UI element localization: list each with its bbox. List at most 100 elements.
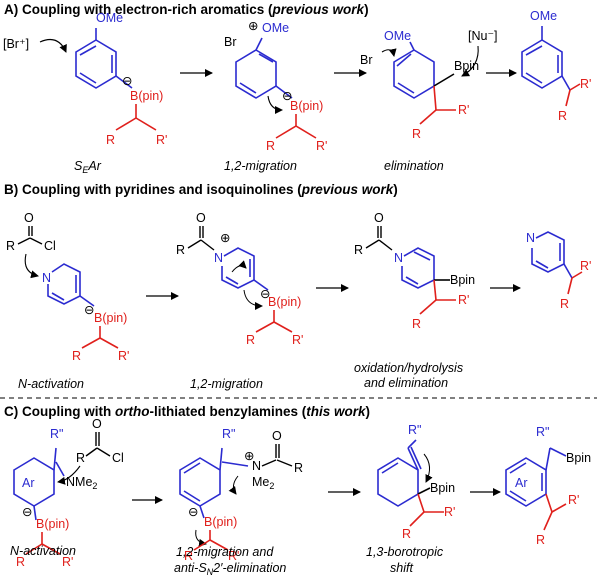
- r-label: R: [6, 239, 15, 253]
- plus-charge: ⊕: [220, 231, 230, 245]
- bpin-label: Bpin: [566, 451, 591, 465]
- r-label: R: [184, 549, 193, 563]
- r-label: R: [106, 133, 115, 147]
- caption-migration-and: 1,2-migration and: [176, 545, 274, 559]
- n-label: N: [252, 459, 261, 473]
- o-label: O: [272, 429, 282, 443]
- o-label: O: [92, 417, 102, 431]
- caption-migration: 1,2-migration: [224, 159, 297, 173]
- curved-arrow: [228, 475, 239, 495]
- rdoubleprime-label: R": [50, 427, 63, 441]
- c2-ammonium-intermediate: R" O R ⊕ N Me2 ⊖ B(pin) R R' 1,2-migrati…: [174, 427, 303, 577]
- rdoubleprime-label: R": [408, 423, 421, 437]
- curved-arrow: [231, 260, 247, 273]
- curved-arrow: [24, 253, 39, 279]
- caption-elimination: elimination: [384, 159, 444, 173]
- r-label: R: [536, 533, 545, 547]
- bpin-ate-label: B(pin): [130, 89, 163, 103]
- caption-n-activation: N-activation: [10, 544, 76, 558]
- o-label: O: [374, 211, 384, 225]
- rprime-label: R': [458, 103, 469, 117]
- rdoubleprime-label: R": [536, 425, 549, 439]
- plus-charge: ⊕: [244, 449, 254, 463]
- r-label: R: [72, 349, 81, 363]
- n-label: N: [214, 251, 223, 265]
- caption-shift: shift: [390, 561, 413, 575]
- r-label: R: [176, 243, 185, 257]
- rprime-label: R': [62, 555, 73, 569]
- curved-arrow: [423, 453, 433, 483]
- ome-label: OMe: [384, 29, 411, 43]
- rprime-label: R': [580, 259, 591, 273]
- n-label: N: [526, 231, 535, 245]
- rprime-label: R': [580, 77, 591, 91]
- curved-arrow: [195, 529, 207, 547]
- nu-minus-label: [Nu⁻]: [468, 29, 498, 43]
- a4-product: OMe R' R: [521, 9, 591, 123]
- bpin-ate-label: B(pin): [94, 311, 127, 325]
- b2-pyridinium: O R ⊕ N ⊖ B(pin) R R' 1,2-migration: [176, 211, 303, 391]
- curved-arrow: [39, 39, 67, 53]
- bpin-label: Bpin: [430, 481, 455, 495]
- section-b-heading: B) Coupling with pyridines and isoquinol…: [4, 182, 398, 197]
- rprime-label: R': [568, 493, 579, 507]
- ar-label: Ar: [515, 476, 528, 490]
- rprime-label: R': [316, 139, 327, 153]
- caption-migration: 1,2-migration: [190, 377, 263, 391]
- n-label: N: [394, 251, 403, 265]
- r-label: R: [16, 555, 25, 569]
- bpin-ate-label: B(pin): [204, 515, 237, 529]
- br-label: Br: [224, 35, 237, 49]
- r-label: R: [560, 297, 569, 311]
- o-label: O: [196, 211, 206, 225]
- n-label: N: [42, 271, 51, 285]
- bpin-ate-label: B(pin): [290, 99, 323, 113]
- rprime-label: R': [292, 333, 303, 347]
- caption-sn2-elimination: anti-SN2′-elimination: [174, 561, 286, 577]
- c4-product: R" Bpin Ar R' R: [505, 425, 591, 547]
- c-b-bond: [433, 73, 455, 87]
- cl-label: Cl: [112, 451, 124, 465]
- c3-borotropic-intermediate: R" Bpin R R' 1,3-borotropic shift: [366, 423, 455, 575]
- r-label: R: [402, 527, 411, 541]
- r-label: R: [412, 127, 421, 141]
- me2-label: Me2: [252, 475, 274, 491]
- caption-n-activation: N-activation: [18, 377, 84, 391]
- caption-sear: SEAr: [74, 159, 102, 175]
- curved-arrow: [243, 289, 263, 310]
- b3-dihydropyridine: O R N Bpin R R' oxidation/hydrolysis and…: [354, 211, 475, 390]
- ome-label: OMe: [96, 11, 123, 25]
- rprime-label: R': [458, 293, 469, 307]
- plus-charge: ⊕: [248, 19, 258, 33]
- bpin-ate-label: B(pin): [36, 517, 69, 531]
- r-label: R: [558, 109, 567, 123]
- ome-label: OMe: [530, 9, 557, 23]
- minus-charge: ⊖: [282, 89, 292, 103]
- o-label: O: [24, 211, 34, 225]
- br-plus-reagent: [Br⁺]: [3, 37, 29, 51]
- rprime-label: R': [228, 549, 239, 563]
- r-label: R: [76, 451, 85, 465]
- cl-label: Cl: [44, 239, 56, 253]
- r-label: R: [266, 139, 275, 153]
- minus-charge: ⊖: [22, 505, 32, 519]
- b4-product: N R' R: [526, 231, 591, 311]
- b1-pyridyl-boronate: O R Cl N ⊖ B(pin) R R' N-activation: [6, 211, 129, 391]
- ome-label: OMe: [262, 21, 289, 35]
- c1-benzylamine-boronate: R" O R Cl Ar NMe2 ⊖ B(pin) R R' N-activa…: [10, 417, 124, 569]
- caption-elimination: and elimination: [364, 376, 448, 390]
- minus-charge: ⊖: [188, 505, 198, 519]
- minus-charge: ⊖: [84, 303, 94, 317]
- minus-charge: ⊖: [260, 287, 270, 301]
- rprime-label: R': [156, 133, 167, 147]
- section-c-heading: C) Coupling with ortho-lithiated benzyla…: [4, 404, 370, 419]
- curved-arrow: [461, 45, 479, 77]
- r-label: R: [354, 243, 363, 257]
- caption-borotropic: 1,3-borotropic: [366, 545, 444, 559]
- br-label: Br: [360, 53, 373, 67]
- r-label: R: [294, 461, 303, 475]
- rprime-label: R': [444, 505, 455, 519]
- a1-aryl-boronate: [Br⁺] OMe ⊖ B(pin) R R' SEAr: [3, 11, 167, 175]
- bpin-label: Bpin: [450, 273, 475, 287]
